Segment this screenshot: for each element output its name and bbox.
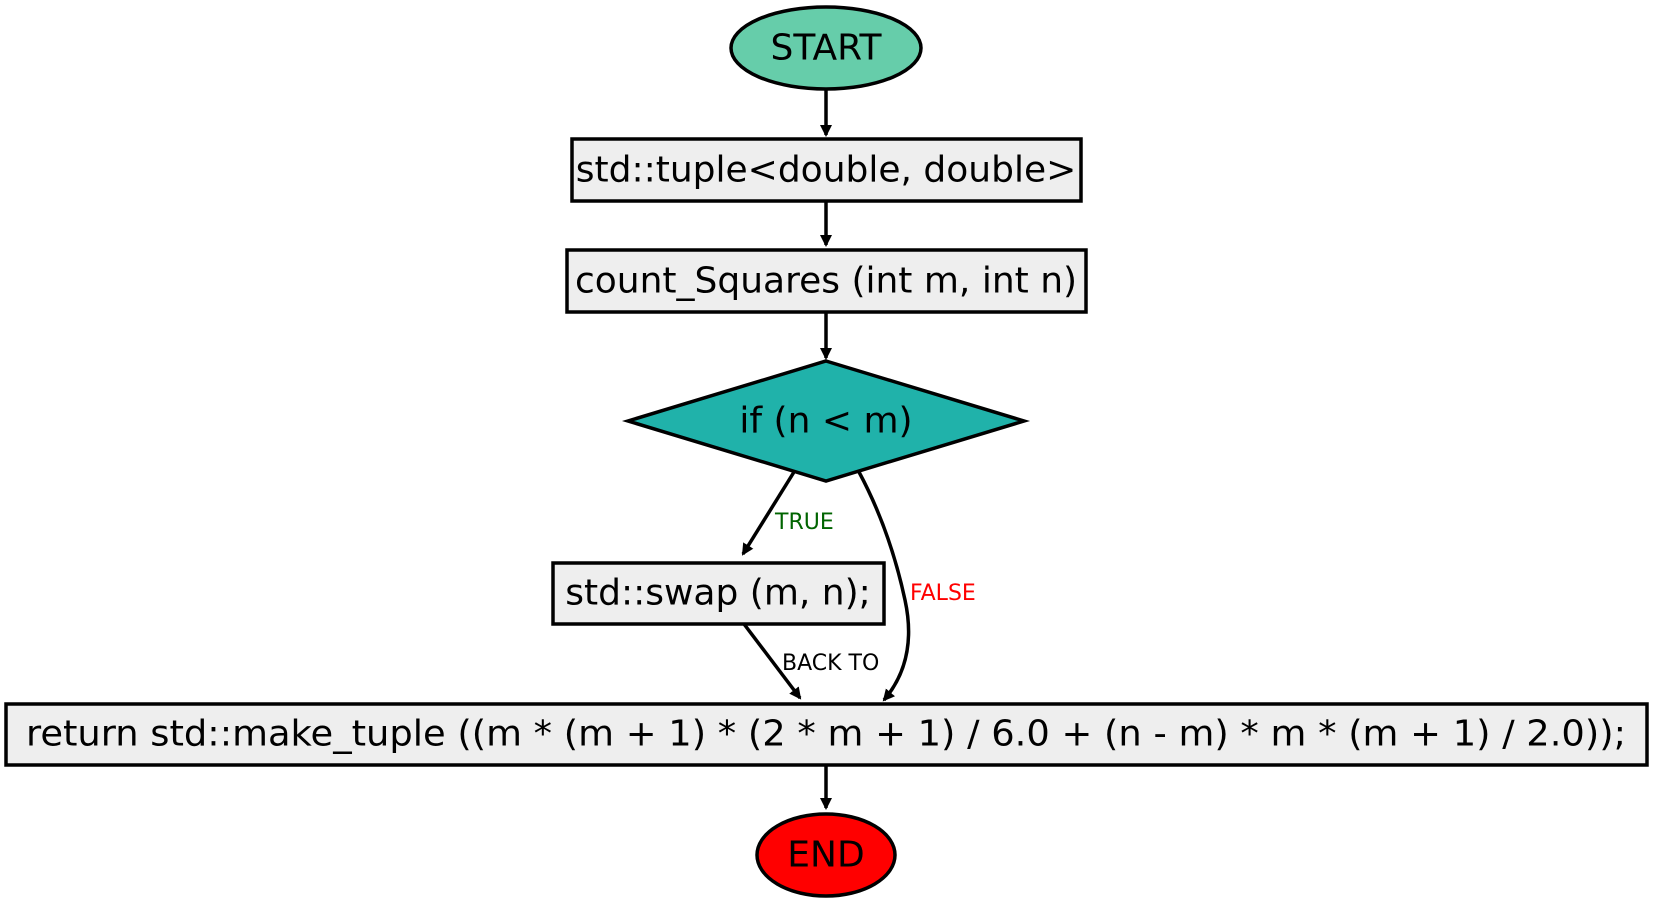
edge-condition-false-to-return (857, 471, 911, 702)
edge-swap-back-to-return (742, 622, 802, 700)
condition-node: if (n < m) (621, 359, 1031, 483)
return-type-label: std::tuple<double, double> (576, 150, 1077, 191)
swap-node: std::swap (m, n); (551, 561, 886, 626)
start-label: START (770, 28, 882, 69)
end-ellipse (755, 812, 897, 898)
return-statement-box (4, 702, 1649, 767)
swap-label: std::swap (m, n); (565, 573, 871, 614)
return-statement-node: return std::make_tuple ((m * (m + 1) * (… (4, 702, 1649, 767)
condition-label: if (n < m) (739, 401, 912, 442)
edge-label-true: TRUE (774, 510, 834, 535)
end-node: END (755, 812, 897, 898)
signature-node: count_Squares (int m, int n) (565, 248, 1088, 314)
end-label: END (787, 835, 864, 876)
return-type-node: std::tuple<double, double> (570, 137, 1083, 203)
start-ellipse (729, 5, 923, 91)
edge-condition-true-to-swap (741, 471, 796, 556)
return-type-box (570, 137, 1083, 203)
signature-box (565, 248, 1088, 314)
return-statement-label: return std::make_tuple ((m * (m + 1) * (… (26, 714, 1626, 755)
swap-box (551, 561, 886, 626)
signature-label: count_Squares (int m, int n) (575, 261, 1077, 302)
edge-label-false: FALSE (910, 581, 976, 606)
condition-diamond (621, 359, 1031, 483)
edge-label-back-to: BACK TO (782, 651, 879, 676)
start-node: START (729, 5, 923, 91)
